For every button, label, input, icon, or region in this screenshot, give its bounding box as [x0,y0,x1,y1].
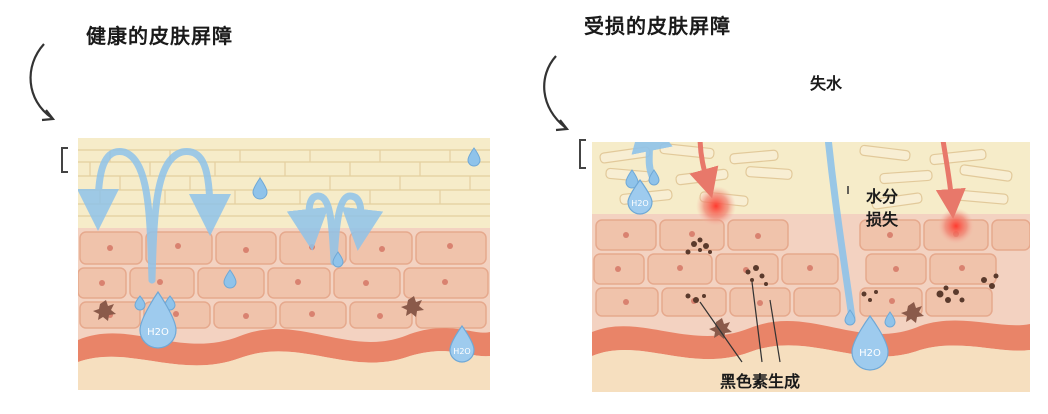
curved-pointer-arrowhead [555,119,570,132]
water-droplets [625,169,896,328]
damaged-skin-cross-section: H2O H2O [592,142,1030,392]
dermis-layer [592,345,1030,392]
melanin-label: 黑色素生成 [720,372,801,391]
moisture-loss-label-line2: 损失 [866,210,899,229]
damaged-panel-title: 受损的皮肤屏障 [584,14,731,38]
h2o-droplet-small-top: H2O [627,178,653,215]
melanin-granules [685,237,999,303]
curved-pointer-arrowhead [41,109,56,122]
inflammation-spot [938,208,974,244]
water-retention-arrows [78,148,384,284]
dermis-layer [78,351,490,390]
epidermal-cells [593,219,1030,317]
water-loss-label: 失水 [810,74,843,93]
curved-pointer-arrow [29,43,53,119]
water-droplets [134,147,481,311]
h2o-label: H2O [631,199,648,208]
cell-nuclei [615,231,965,306]
melanocyte [901,302,924,323]
basal-layer [78,328,490,366]
layer-bracket [579,139,586,169]
moisture-loss-label-line1: 水分 [866,187,899,206]
healthy-skin-cross-section: H2O H2O [78,138,490,390]
h2o-droplet-large: H2O [139,290,177,349]
stratum-corneum-layer [78,138,490,228]
h2o-droplet-small: H2O [449,324,475,363]
healthy-panel-title: 健康的皮肤屏障 [86,24,233,48]
curved-pointer-arrow [543,55,567,129]
h2o-label: H2O [859,348,881,359]
layer-bracket [61,147,68,173]
melanocyte [401,296,424,317]
basal-layer [592,320,1030,360]
melanin-leader-lines [699,281,781,363]
h2o-droplet-large: H2O [851,314,889,371]
water-loss-arrows [631,142,856,322]
inflammation-spot [696,186,736,226]
epidermal-cells [78,231,489,329]
h2o-label: H2O [453,347,470,356]
melanocyte [709,318,732,339]
irritant-arrows [689,142,966,219]
h2o-label: H2O [147,327,169,338]
melanocyte [93,300,116,321]
